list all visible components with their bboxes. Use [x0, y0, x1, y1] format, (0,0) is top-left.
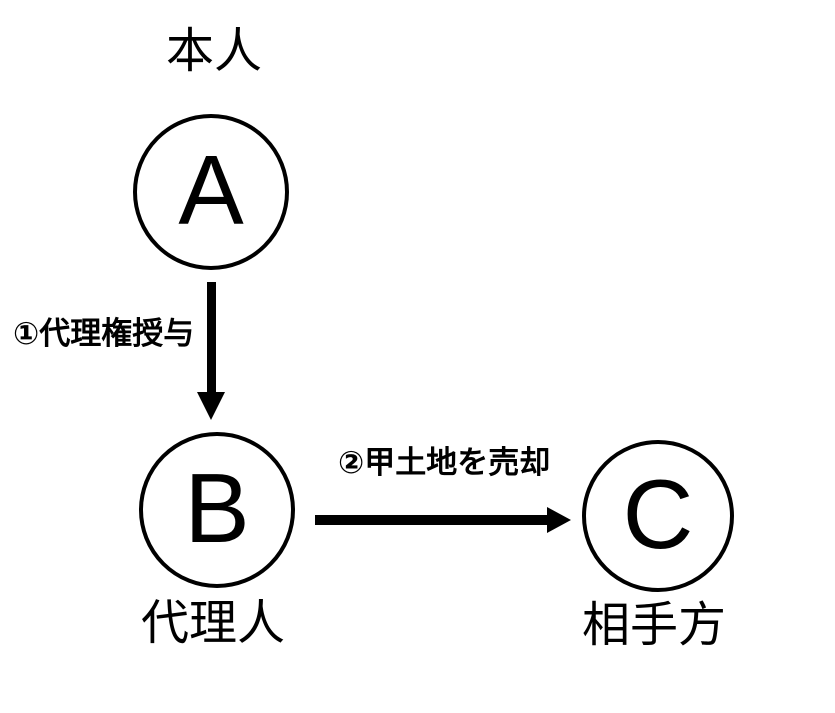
- node-a-letter: A: [178, 135, 244, 245]
- edge-label-sell-land: ②甲土地を売却: [338, 445, 551, 480]
- counterparty-role-label: 相手方: [581, 599, 727, 652]
- arrow-a-to-b-line: [207, 282, 216, 393]
- arrow-right-head-icon: [547, 507, 571, 533]
- node-c-circle: C: [582, 440, 734, 592]
- node-b-letter: B: [184, 453, 250, 563]
- principal-role-label: 本人: [165, 25, 263, 78]
- node-a-circle: A: [133, 114, 289, 270]
- edge-label-grant-of-agency: ①代理権授与: [13, 316, 195, 351]
- arrow-b-to-c-line: [315, 515, 548, 525]
- node-b-circle: B: [139, 432, 295, 588]
- agent-role-label: 代理人: [140, 597, 286, 650]
- node-c-letter: C: [622, 459, 694, 569]
- arrow-down-head-icon: [197, 392, 225, 420]
